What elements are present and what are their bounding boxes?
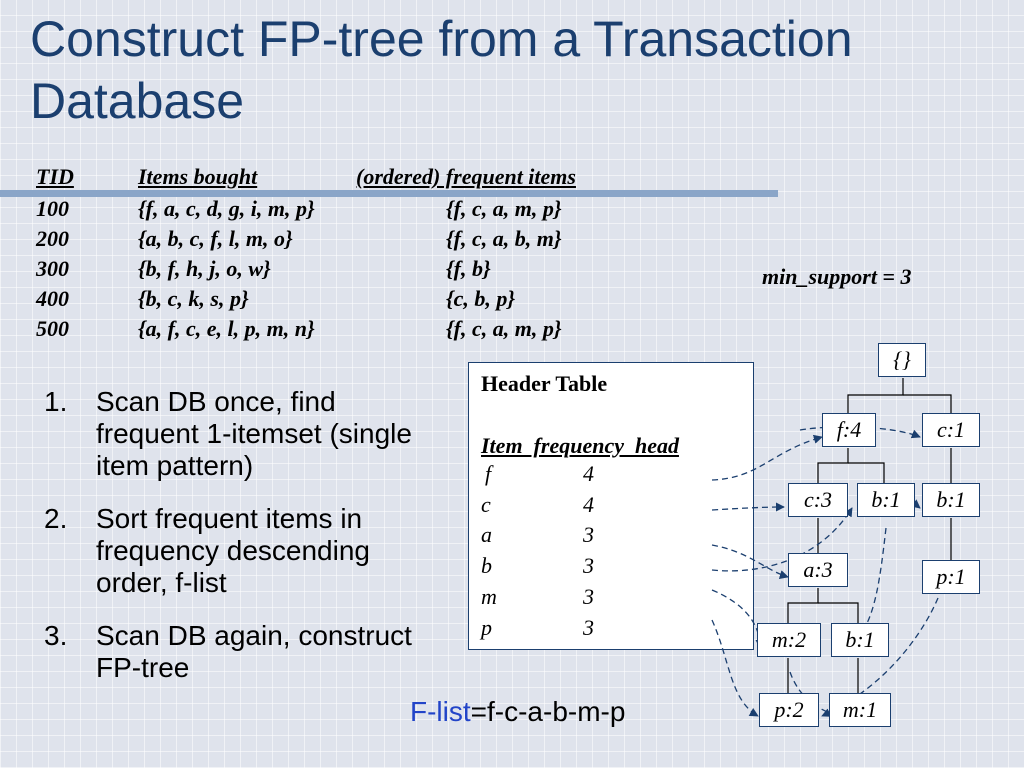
- db-row-items: {b, c, k, s, p}: [138, 286, 249, 311]
- step-text: Scan DB once, find frequent 1-itemset (s…: [96, 386, 412, 481]
- db-row-ordered: {f, c, a, b, m}: [446, 226, 562, 251]
- header-table-columns: Item frequency head: [481, 433, 679, 458]
- f-list: F-list=f-c-a-b-m-p: [410, 696, 625, 728]
- header-frequency: 4: [583, 461, 594, 486]
- f-list-value: =f-c-a-b-m-p: [470, 696, 626, 727]
- step-text: Sort frequent items in frequency descend…: [96, 503, 370, 598]
- tree-node: f:4: [822, 413, 876, 447]
- header-item: m: [481, 584, 497, 609]
- header-item: b: [481, 553, 492, 578]
- f-list-label: F-list: [410, 696, 471, 727]
- header-table: Header Table Item frequency head f 4 c 4…: [468, 362, 754, 650]
- db-row-ordered: {c, b, p}: [446, 286, 516, 311]
- step-item: 3. Scan DB again, construct FP-tree: [44, 620, 444, 684]
- tree-node: b:1: [857, 483, 915, 517]
- db-row-items: {f, a, c, d, g, i, m, p}: [138, 196, 315, 221]
- db-row-tid: 400: [36, 286, 69, 311]
- db-row-ordered: {f, b}: [446, 256, 491, 281]
- db-row-items: {a, b, c, f, l, m, o}: [138, 226, 293, 251]
- slide-title: Construct FP-tree from a Transaction Dat…: [30, 11, 853, 129]
- step-item: 1. Scan DB once, find frequent 1-itemset…: [44, 386, 444, 482]
- db-row-items: {a, f, c, e, l, p, m, n}: [138, 316, 315, 341]
- node-link-c-first: [711, 502, 785, 512]
- node-link-f: [711, 434, 823, 481]
- tree-node: a:3: [788, 553, 848, 587]
- step-number: 1.: [44, 386, 68, 417]
- tree-edge: [787, 588, 819, 623]
- db-row-ordered: {f, c, a, m, p}: [446, 196, 562, 221]
- header-frequency: 4: [583, 492, 594, 517]
- header-item: a: [481, 522, 492, 547]
- db-header-ordered: (ordered) frequent items: [356, 164, 576, 189]
- step-item: 2. Sort frequent items in frequency desc…: [44, 503, 444, 599]
- db-header-items: Items bought: [138, 164, 258, 189]
- header-frequency: 3: [583, 553, 594, 578]
- tree-node: p:2: [759, 693, 819, 727]
- db-row-tid: 200: [36, 226, 69, 251]
- step-text: Scan DB again, construct FP-tree: [96, 620, 412, 683]
- header-frequency: 3: [583, 584, 594, 609]
- tree-node: m:1: [829, 693, 891, 727]
- tree-node: c:1: [922, 413, 980, 447]
- steps-list: 1. Scan DB once, find frequent 1-itemset…: [44, 386, 444, 705]
- tree-node: m:2: [757, 623, 821, 657]
- db-row-tid: 500: [36, 316, 69, 341]
- node-link-a: [711, 544, 789, 579]
- node-link-b-first: [711, 507, 853, 572]
- tree-node: b:1: [922, 483, 980, 517]
- tree-edge: [903, 394, 952, 413]
- header-frequency: 3: [583, 615, 594, 640]
- header-item: p: [481, 615, 492, 640]
- tree-edge: [817, 448, 849, 483]
- step-number: 3.: [44, 620, 68, 651]
- db-header-tid: TID: [36, 164, 74, 189]
- tree-edge: [847, 378, 904, 413]
- node-link-p-first: [711, 619, 759, 717]
- header-frequency: 3: [583, 522, 594, 547]
- step-number: 2.: [44, 503, 68, 534]
- tree-node: b:1: [831, 623, 889, 657]
- db-row-tid: 300: [36, 256, 69, 281]
- title-divider: [0, 190, 778, 197]
- tree-node-root: {}: [878, 343, 926, 377]
- tree-edge: [848, 462, 885, 483]
- header-item: c: [481, 492, 491, 517]
- min-support-label: min_support = 3: [762, 264, 912, 289]
- header-table-title: Header Table: [481, 371, 608, 396]
- db-row-items: {b, f, h, j, o, w}: [138, 256, 271, 281]
- node-link-m-first: [711, 589, 765, 649]
- db-row-tid: 100: [36, 196, 69, 221]
- header-item: f: [485, 461, 492, 486]
- tree-node: p:1: [922, 560, 980, 594]
- db-row-ordered: {f, c, a, m, p}: [446, 316, 562, 341]
- tree-edge: [818, 602, 859, 623]
- tree-node: c:3: [788, 483, 848, 517]
